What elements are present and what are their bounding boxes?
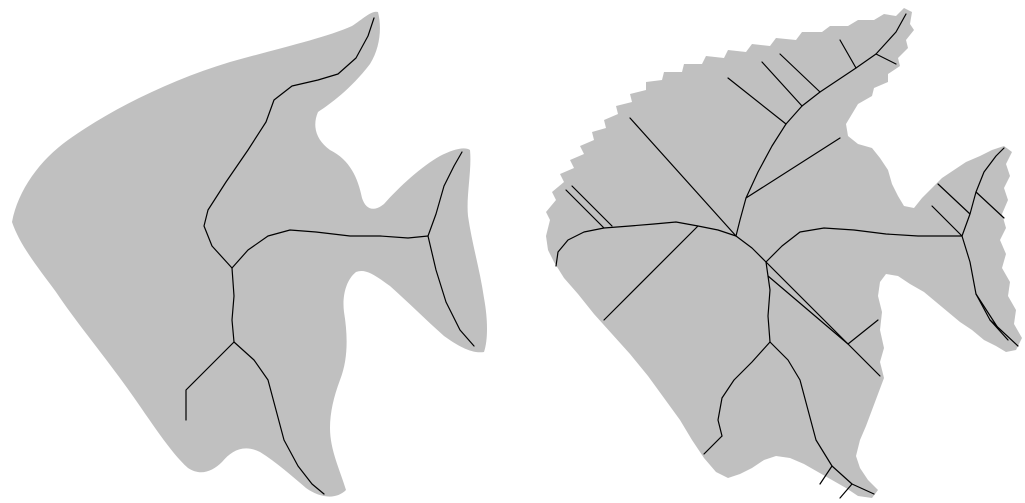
smooth-fish-silhouette (12, 12, 487, 497)
noisy-fish-panel (546, 8, 1022, 498)
noisy-fish-silhouette (546, 8, 1022, 498)
smooth-fish-panel (12, 12, 487, 497)
